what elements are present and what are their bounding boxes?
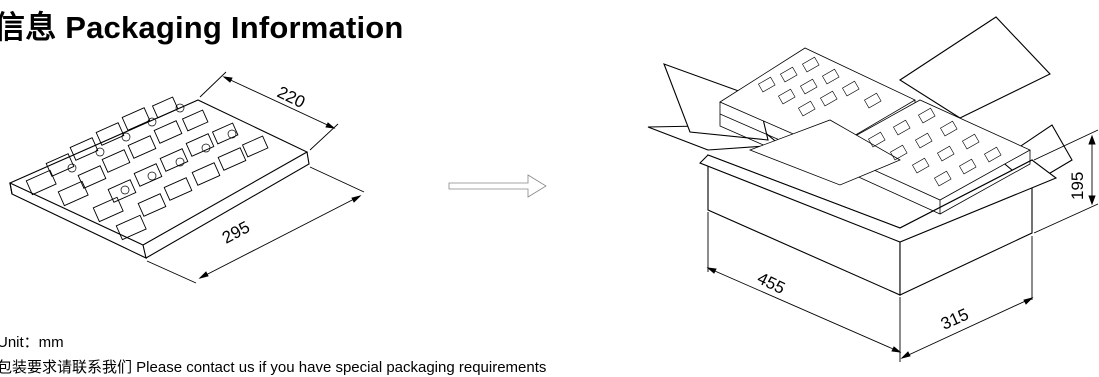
arrow-right-icon [448,174,547,198]
box-length-dimension [706,212,902,362]
tray-illustration [8,96,310,259]
packaging-note: 包装要求请联系我们 Please contact us if you have … [0,359,547,376]
box-length-label: 455 [754,269,788,299]
box-width-label: 315 [938,305,972,334]
page-title: 信息 Packaging Information [0,10,404,45]
box-width-dimension [900,236,1034,359]
box-height-dimension [1033,129,1099,234]
tray-length-dimension [146,166,365,284]
unit-label: Unit：mm [0,334,64,351]
tray-width-label: 220 [274,83,308,113]
tray-width-dimension [199,71,339,151]
box-height-label: 195 [1068,172,1087,200]
packaging-drawing: 220 295 195 455 315 [8,16,1099,362]
tray-length-label: 295 [219,217,253,247]
box-illustration [647,16,1073,296]
